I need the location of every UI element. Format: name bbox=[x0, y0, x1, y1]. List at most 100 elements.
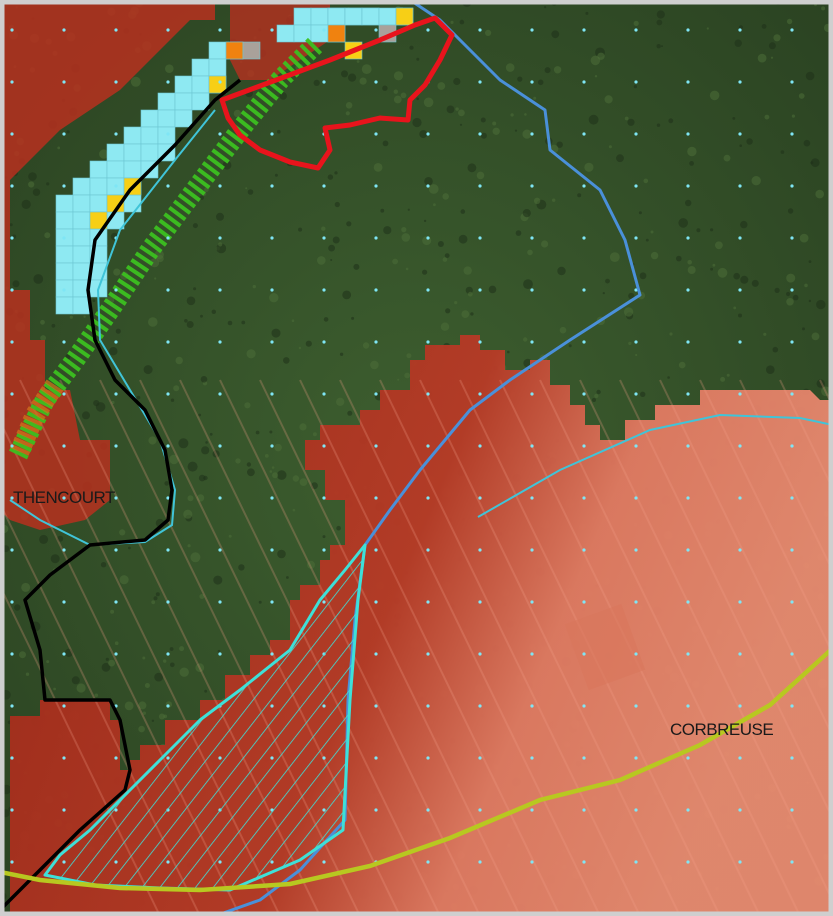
forest-speckle bbox=[175, 356, 183, 365]
sample-dot bbox=[582, 600, 586, 604]
forest-speckle bbox=[33, 274, 44, 284]
sample-dot bbox=[10, 600, 14, 604]
sample-dot bbox=[114, 184, 118, 188]
forest-speckle bbox=[442, 257, 448, 262]
forest-speckle bbox=[165, 64, 174, 73]
grid-cell bbox=[55, 296, 74, 315]
sample-dot bbox=[530, 548, 534, 552]
field-stripe bbox=[659, 379, 833, 739]
forest-speckle bbox=[650, 230, 654, 234]
forest-speckle bbox=[787, 208, 794, 214]
forest-speckle bbox=[317, 256, 326, 265]
forest-speckle bbox=[638, 211, 642, 215]
sample-dot bbox=[218, 652, 222, 656]
forest-speckle bbox=[292, 475, 300, 482]
forest-speckle bbox=[307, 560, 315, 569]
sample-dot bbox=[62, 28, 66, 32]
sample-dot bbox=[166, 340, 170, 344]
sample-dot bbox=[738, 652, 742, 656]
sample-dot bbox=[10, 704, 14, 708]
sample-dot bbox=[166, 704, 170, 708]
forest-speckle bbox=[269, 293, 279, 303]
sample-dot bbox=[634, 756, 638, 760]
grid-cell bbox=[344, 7, 363, 26]
sample-dot bbox=[426, 496, 430, 500]
forest-speckle bbox=[689, 161, 694, 166]
forest-speckle bbox=[541, 240, 549, 248]
forest-speckle bbox=[136, 395, 141, 400]
forest-speckle bbox=[808, 299, 812, 303]
sample-dot bbox=[686, 288, 690, 292]
sample-dot bbox=[374, 28, 378, 32]
forest-speckle bbox=[186, 321, 194, 328]
forest-speckle bbox=[212, 450, 220, 458]
sample-dot bbox=[374, 600, 378, 604]
forest-speckle bbox=[151, 600, 156, 605]
sample-dot bbox=[322, 340, 326, 344]
forest-speckle bbox=[216, 243, 227, 254]
forest-speckle bbox=[321, 226, 326, 231]
forest-speckle bbox=[768, 42, 776, 50]
forest-speckle bbox=[392, 258, 398, 265]
grid-cell bbox=[191, 92, 210, 111]
sample-dot bbox=[478, 340, 482, 344]
field-stripe bbox=[379, 379, 641, 916]
grid-cell bbox=[174, 92, 193, 111]
sample-dot bbox=[686, 548, 690, 552]
forest-speckle bbox=[723, 154, 731, 162]
field-stripe bbox=[339, 379, 601, 916]
sample-dot bbox=[582, 392, 586, 396]
sample-dot bbox=[10, 652, 14, 656]
forest-speckle bbox=[650, 251, 659, 260]
sample-dot bbox=[478, 704, 482, 708]
sample-dot bbox=[738, 392, 742, 396]
sample-dot bbox=[426, 392, 430, 396]
forest-speckle bbox=[119, 575, 129, 585]
forest-speckle bbox=[445, 308, 451, 314]
forest-speckle bbox=[348, 73, 357, 82]
forest-speckle bbox=[353, 263, 360, 270]
forest-speckle bbox=[51, 323, 56, 328]
sample-dot bbox=[478, 184, 482, 188]
forest-speckle bbox=[227, 320, 233, 326]
forest-speckle bbox=[764, 114, 770, 120]
forest-speckle bbox=[400, 92, 407, 99]
forest-speckle bbox=[269, 430, 273, 434]
forest-speckle bbox=[148, 317, 158, 327]
grid-cell bbox=[55, 194, 74, 213]
grid-cell bbox=[157, 92, 176, 111]
forest-speckle bbox=[40, 335, 46, 341]
sample-dot bbox=[166, 548, 170, 552]
sample-dot bbox=[582, 548, 586, 552]
forest-speckle bbox=[173, 385, 180, 392]
sample-dot bbox=[270, 288, 274, 292]
forest-speckle bbox=[144, 683, 150, 688]
forest-speckle bbox=[12, 280, 20, 288]
sample-dot bbox=[62, 392, 66, 396]
forest-speckle bbox=[327, 174, 334, 180]
forest-speckle bbox=[522, 209, 531, 218]
sample-dot bbox=[634, 652, 638, 656]
forest-speckle bbox=[577, 193, 582, 198]
forest-speckle bbox=[218, 242, 223, 247]
forest-speckle bbox=[347, 410, 353, 416]
forest-speckle bbox=[28, 181, 35, 188]
forest-speckle bbox=[21, 582, 31, 592]
forest-speckle bbox=[710, 267, 713, 271]
forest-speckle bbox=[608, 145, 612, 149]
sample-dot bbox=[270, 548, 274, 552]
forest-speckle bbox=[19, 651, 26, 659]
curve-yellowgreen bbox=[0, 645, 833, 893]
sample-dot bbox=[790, 132, 794, 136]
forest-speckle bbox=[592, 398, 596, 402]
sample-dot bbox=[114, 392, 118, 396]
forest-speckle bbox=[305, 340, 312, 347]
forest-speckle bbox=[184, 319, 188, 323]
forest-speckle bbox=[57, 535, 64, 542]
sample-dot bbox=[114, 28, 118, 32]
forest-speckle bbox=[623, 307, 634, 317]
forest-speckle bbox=[515, 230, 522, 236]
forest-speckle bbox=[76, 683, 86, 693]
